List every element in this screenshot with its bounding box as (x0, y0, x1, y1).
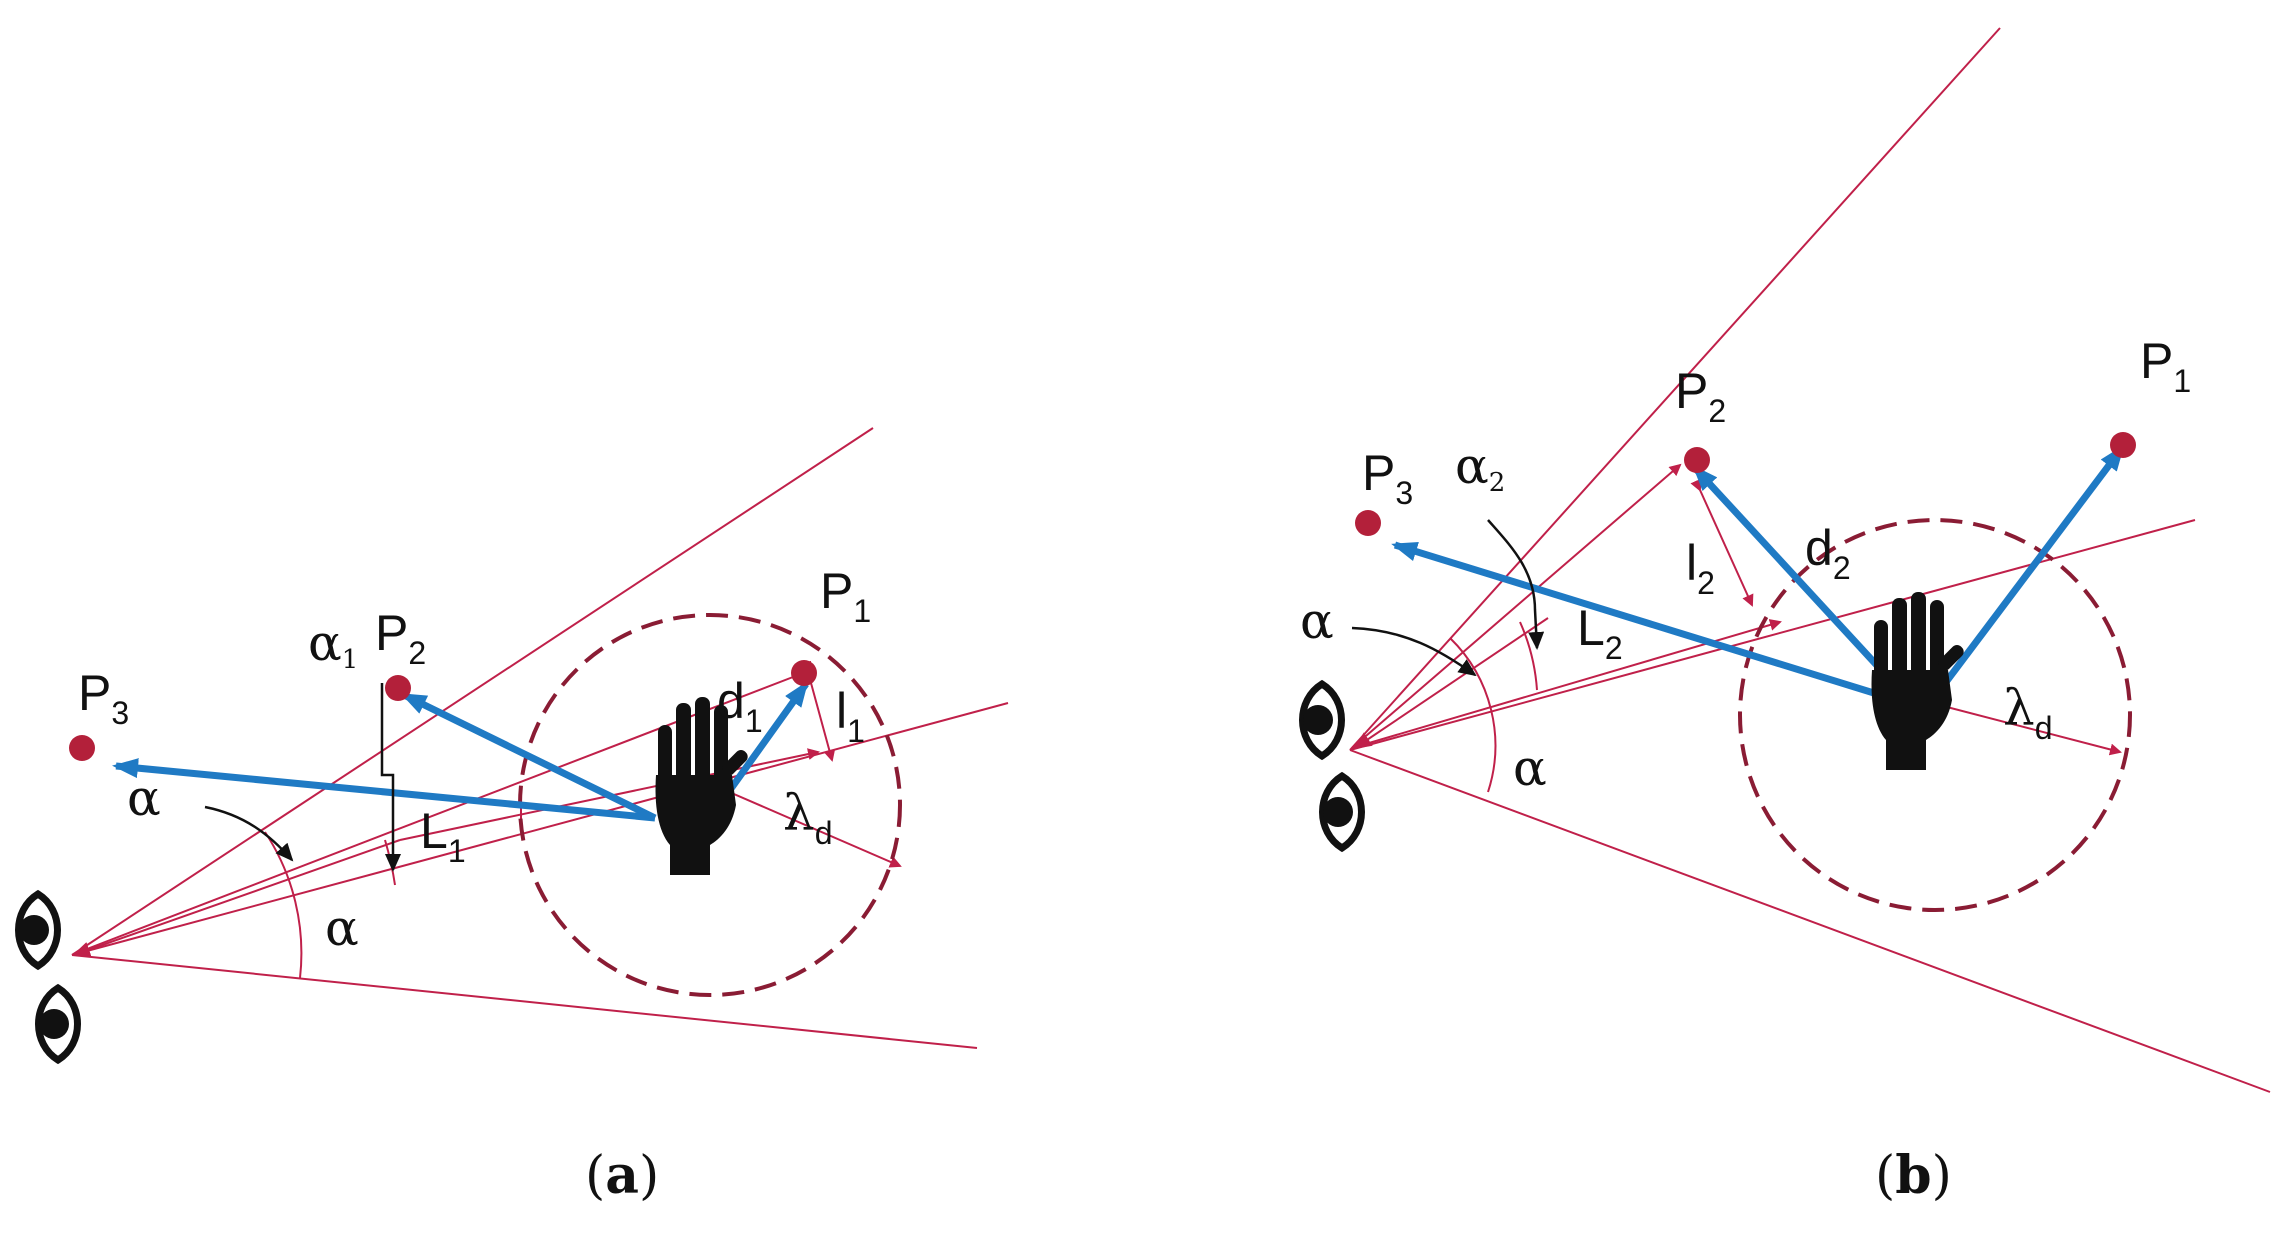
callout-arrows (204, 683, 401, 872)
label-alpha-top: α (127, 769, 161, 827)
blue-vectors (112, 680, 809, 822)
label-alpha1: α1 (308, 614, 358, 675)
label-p2: P2 (375, 605, 426, 671)
panel-a: P1 P2 P3 d1 l1 L1 α1 α α λd (a) (19, 427, 1009, 1206)
blue-vectors (1391, 444, 2125, 702)
points (69, 660, 817, 761)
eye-icon (39, 988, 78, 1060)
point-p3 (69, 735, 95, 761)
view-frustum-lines (71, 427, 1009, 1049)
point-p2 (1684, 447, 1710, 473)
label-lambda: λd (783, 784, 833, 851)
point-p2 (385, 675, 411, 701)
label-lambda: λd (2003, 679, 2053, 746)
label-L1: L1 (420, 803, 466, 869)
label-p1: P1 (820, 563, 871, 629)
label-alpha-bottom: α (325, 899, 359, 957)
label-alpha2: α2 (1455, 437, 1505, 498)
panel-b: P1 P2 P3 d2 l2 L2 α2 α α λd (b) (1300, 27, 2271, 1206)
points (1355, 432, 2136, 536)
label-d2: d2 (1805, 520, 1851, 586)
callout-arrows (1351, 519, 1545, 677)
label-alpha-bottom: α (1513, 739, 1547, 797)
label-l1: l1 (836, 683, 865, 749)
hand-radius-circle (1738, 518, 2132, 912)
label-L2: L2 (1577, 600, 1623, 666)
label-p3: P3 (1362, 445, 1413, 511)
label-p1: P1 (2140, 333, 2191, 399)
label-p2: P2 (1675, 363, 1726, 429)
point-p3 (1355, 510, 1381, 536)
label-d1: d1 (717, 673, 763, 739)
eye-icon (1323, 776, 1362, 848)
point-p1 (791, 660, 817, 686)
eye-icon (19, 894, 58, 966)
label-alpha-top: α (1300, 592, 1334, 650)
label-l2: l2 (1686, 535, 1715, 601)
eye-icon (1303, 684, 1342, 756)
ray-arrows (72, 660, 902, 958)
angle-arcs (1449, 621, 1538, 793)
hand-icon (1871, 592, 1967, 770)
caption-a: (a) (585, 1145, 659, 1206)
caption-b: (b) (1875, 1145, 1952, 1206)
point-p1 (2110, 432, 2136, 458)
label-p3: P3 (78, 665, 129, 731)
